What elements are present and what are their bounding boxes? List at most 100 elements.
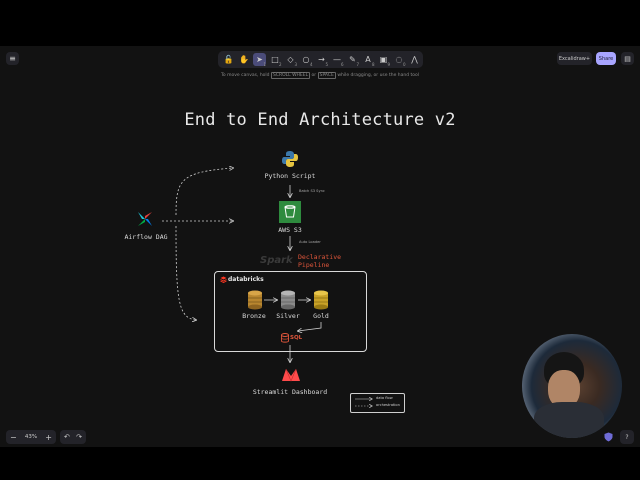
arrow-icon: → xyxy=(318,55,325,64)
rectangle-tool[interactable]: □2 xyxy=(269,53,282,67)
gold-database-icon[interactable] xyxy=(313,290,329,310)
hint-key-scroll: SCROLL WHEEL xyxy=(270,72,311,79)
image-tool[interactable]: ▣9 xyxy=(377,53,390,67)
menu-icon: ≡ xyxy=(9,54,16,63)
draw-icon: ✎ xyxy=(349,55,356,64)
undo-redo-controls: ↶ ↷ xyxy=(60,430,86,444)
diamond-tool[interactable]: ◇3 xyxy=(284,53,297,67)
airflow-icon[interactable] xyxy=(136,210,154,228)
excalidraw-plus-label: Excalidraw+ xyxy=(558,55,591,62)
tool-shortcut-key: 1 xyxy=(263,62,266,67)
databricks-frame[interactable] xyxy=(214,271,367,352)
zoom-out-button[interactable]: − xyxy=(10,432,17,442)
canvas-hint: To move canvas, hold SCROLL WHEEL or SPA… xyxy=(200,72,440,79)
tool-shortcut-key: 3 xyxy=(294,62,297,67)
rectangle-icon: □ xyxy=(271,55,279,64)
webcam-shoulders xyxy=(534,402,604,438)
airflow-dag-label[interactable]: Airflow DAG xyxy=(124,233,168,241)
bottom-bar xyxy=(0,447,640,480)
legend[interactable] xyxy=(350,393,405,413)
diagram-title[interactable]: End to End Architecture v2 xyxy=(184,110,456,130)
hint-pre: To move canvas, hold xyxy=(220,73,270,78)
silver-database-icon[interactable] xyxy=(280,290,296,310)
zoom-level[interactable]: 43% xyxy=(24,434,38,440)
hint-key-space: SPACE xyxy=(317,72,336,79)
more-tools-icon: ⋀ xyxy=(411,55,418,64)
eraser-tool[interactable]: ◌0 xyxy=(393,53,406,67)
zoom-controls: − 43% + xyxy=(6,430,56,444)
arrow-gold-to-sql[interactable] xyxy=(298,322,322,331)
webcam-overlay xyxy=(522,334,622,438)
hint-post: while dragging, or use the hand tool xyxy=(337,73,420,78)
streamlit-icon[interactable] xyxy=(281,366,301,382)
gold-label[interactable]: Gold xyxy=(313,312,329,320)
share-label: Share xyxy=(598,55,614,62)
legend-data-flow: data flow xyxy=(376,396,393,400)
selection-tool[interactable]: ➤1 xyxy=(253,53,266,67)
more-tools-tool[interactable]: ⋀ xyxy=(408,53,421,66)
tool-shortcut-key: 9 xyxy=(387,62,390,67)
shield-icon[interactable] xyxy=(604,432,613,442)
diamond-icon: ◇ xyxy=(287,55,294,64)
aws-s3-label[interactable]: AWS S3 xyxy=(278,226,302,234)
legend-orchestration: orchestration xyxy=(376,403,400,407)
bronze-label[interactable]: Bronze xyxy=(242,312,266,320)
share-button[interactable]: Share xyxy=(596,52,616,65)
streamlit-dashboard-label[interactable]: Streamlit Dashboard xyxy=(252,388,328,396)
tool-shortcut-key: 7 xyxy=(356,62,359,67)
tool-shortcut-key: 2 xyxy=(278,62,282,67)
silver-label[interactable]: Silver xyxy=(276,312,300,320)
tool-shortcut-key: 4 xyxy=(309,62,313,67)
ellipse-tool[interactable]: ○4 xyxy=(300,53,313,67)
tool-shortcut-key: 0 xyxy=(402,62,406,67)
redo-button[interactable]: ↷ xyxy=(76,433,82,441)
hand-tool[interactable]: ✋ xyxy=(238,53,251,66)
spark-logo[interactable]: Spark xyxy=(260,255,293,266)
sql-database-icon[interactable] xyxy=(281,333,289,343)
edge-label-auto-loader[interactable]: Auto Loader xyxy=(299,240,321,244)
library-icon: ▤ xyxy=(624,54,631,63)
main-menu-button[interactable]: ≡ xyxy=(6,52,19,65)
tool-shortcut-key: 8 xyxy=(371,62,375,67)
help-button[interactable]: ? xyxy=(620,430,634,444)
python-logo-icon[interactable] xyxy=(281,150,299,168)
lock-tool[interactable]: 🔓 xyxy=(222,53,235,66)
line-tool[interactable]: —6 xyxy=(331,53,344,67)
hand-icon: ✋ xyxy=(239,55,249,64)
tool-shortcut-key: 6 xyxy=(340,62,344,67)
python-script-label[interactable]: Python Script xyxy=(264,172,316,180)
databricks-label: databricks xyxy=(228,276,264,283)
tool-shortcut-key: 5 xyxy=(325,62,328,67)
image-icon: ▣ xyxy=(379,55,388,64)
arrow-tool[interactable]: →5 xyxy=(315,53,328,67)
pipeline-line-1: Declarative xyxy=(298,253,342,261)
databricks-logo-icon xyxy=(220,276,227,283)
ellipse-icon: ○ xyxy=(302,55,310,64)
zoom-in-button[interactable]: + xyxy=(45,432,52,442)
aws-s3-icon[interactable] xyxy=(279,201,301,223)
edge-label-batch-sync[interactable]: Batch S3 Sync xyxy=(299,189,325,193)
help-icon: ? xyxy=(625,433,629,441)
selection-icon: ➤ xyxy=(256,55,263,64)
arrow-airflow-to-python[interactable] xyxy=(175,168,233,216)
hint-mid: or xyxy=(311,73,317,78)
pipeline-line-2: Pipeline xyxy=(298,261,330,269)
undo-button[interactable]: ↶ xyxy=(64,433,70,441)
line-icon: — xyxy=(333,55,341,64)
webcam-face xyxy=(548,370,580,408)
lock-icon: 🔓 xyxy=(223,55,234,64)
excalidraw-plus-button[interactable]: Excalidraw+ xyxy=(557,52,592,65)
arrow-airflow-to-databricks[interactable] xyxy=(175,225,196,320)
eraser-icon: ◌ xyxy=(395,55,403,64)
declarative-pipeline-label[interactable]: Declarative Pipeline xyxy=(298,253,341,269)
library-button[interactable]: ▤ xyxy=(621,52,634,65)
draw-tool[interactable]: ✎7 xyxy=(346,53,359,67)
top-bar xyxy=(0,0,640,46)
sql-label[interactable]: SQL xyxy=(290,335,303,341)
text-icon: A xyxy=(365,55,371,64)
bronze-database-icon[interactable] xyxy=(247,290,263,310)
legend-lines xyxy=(355,396,374,409)
